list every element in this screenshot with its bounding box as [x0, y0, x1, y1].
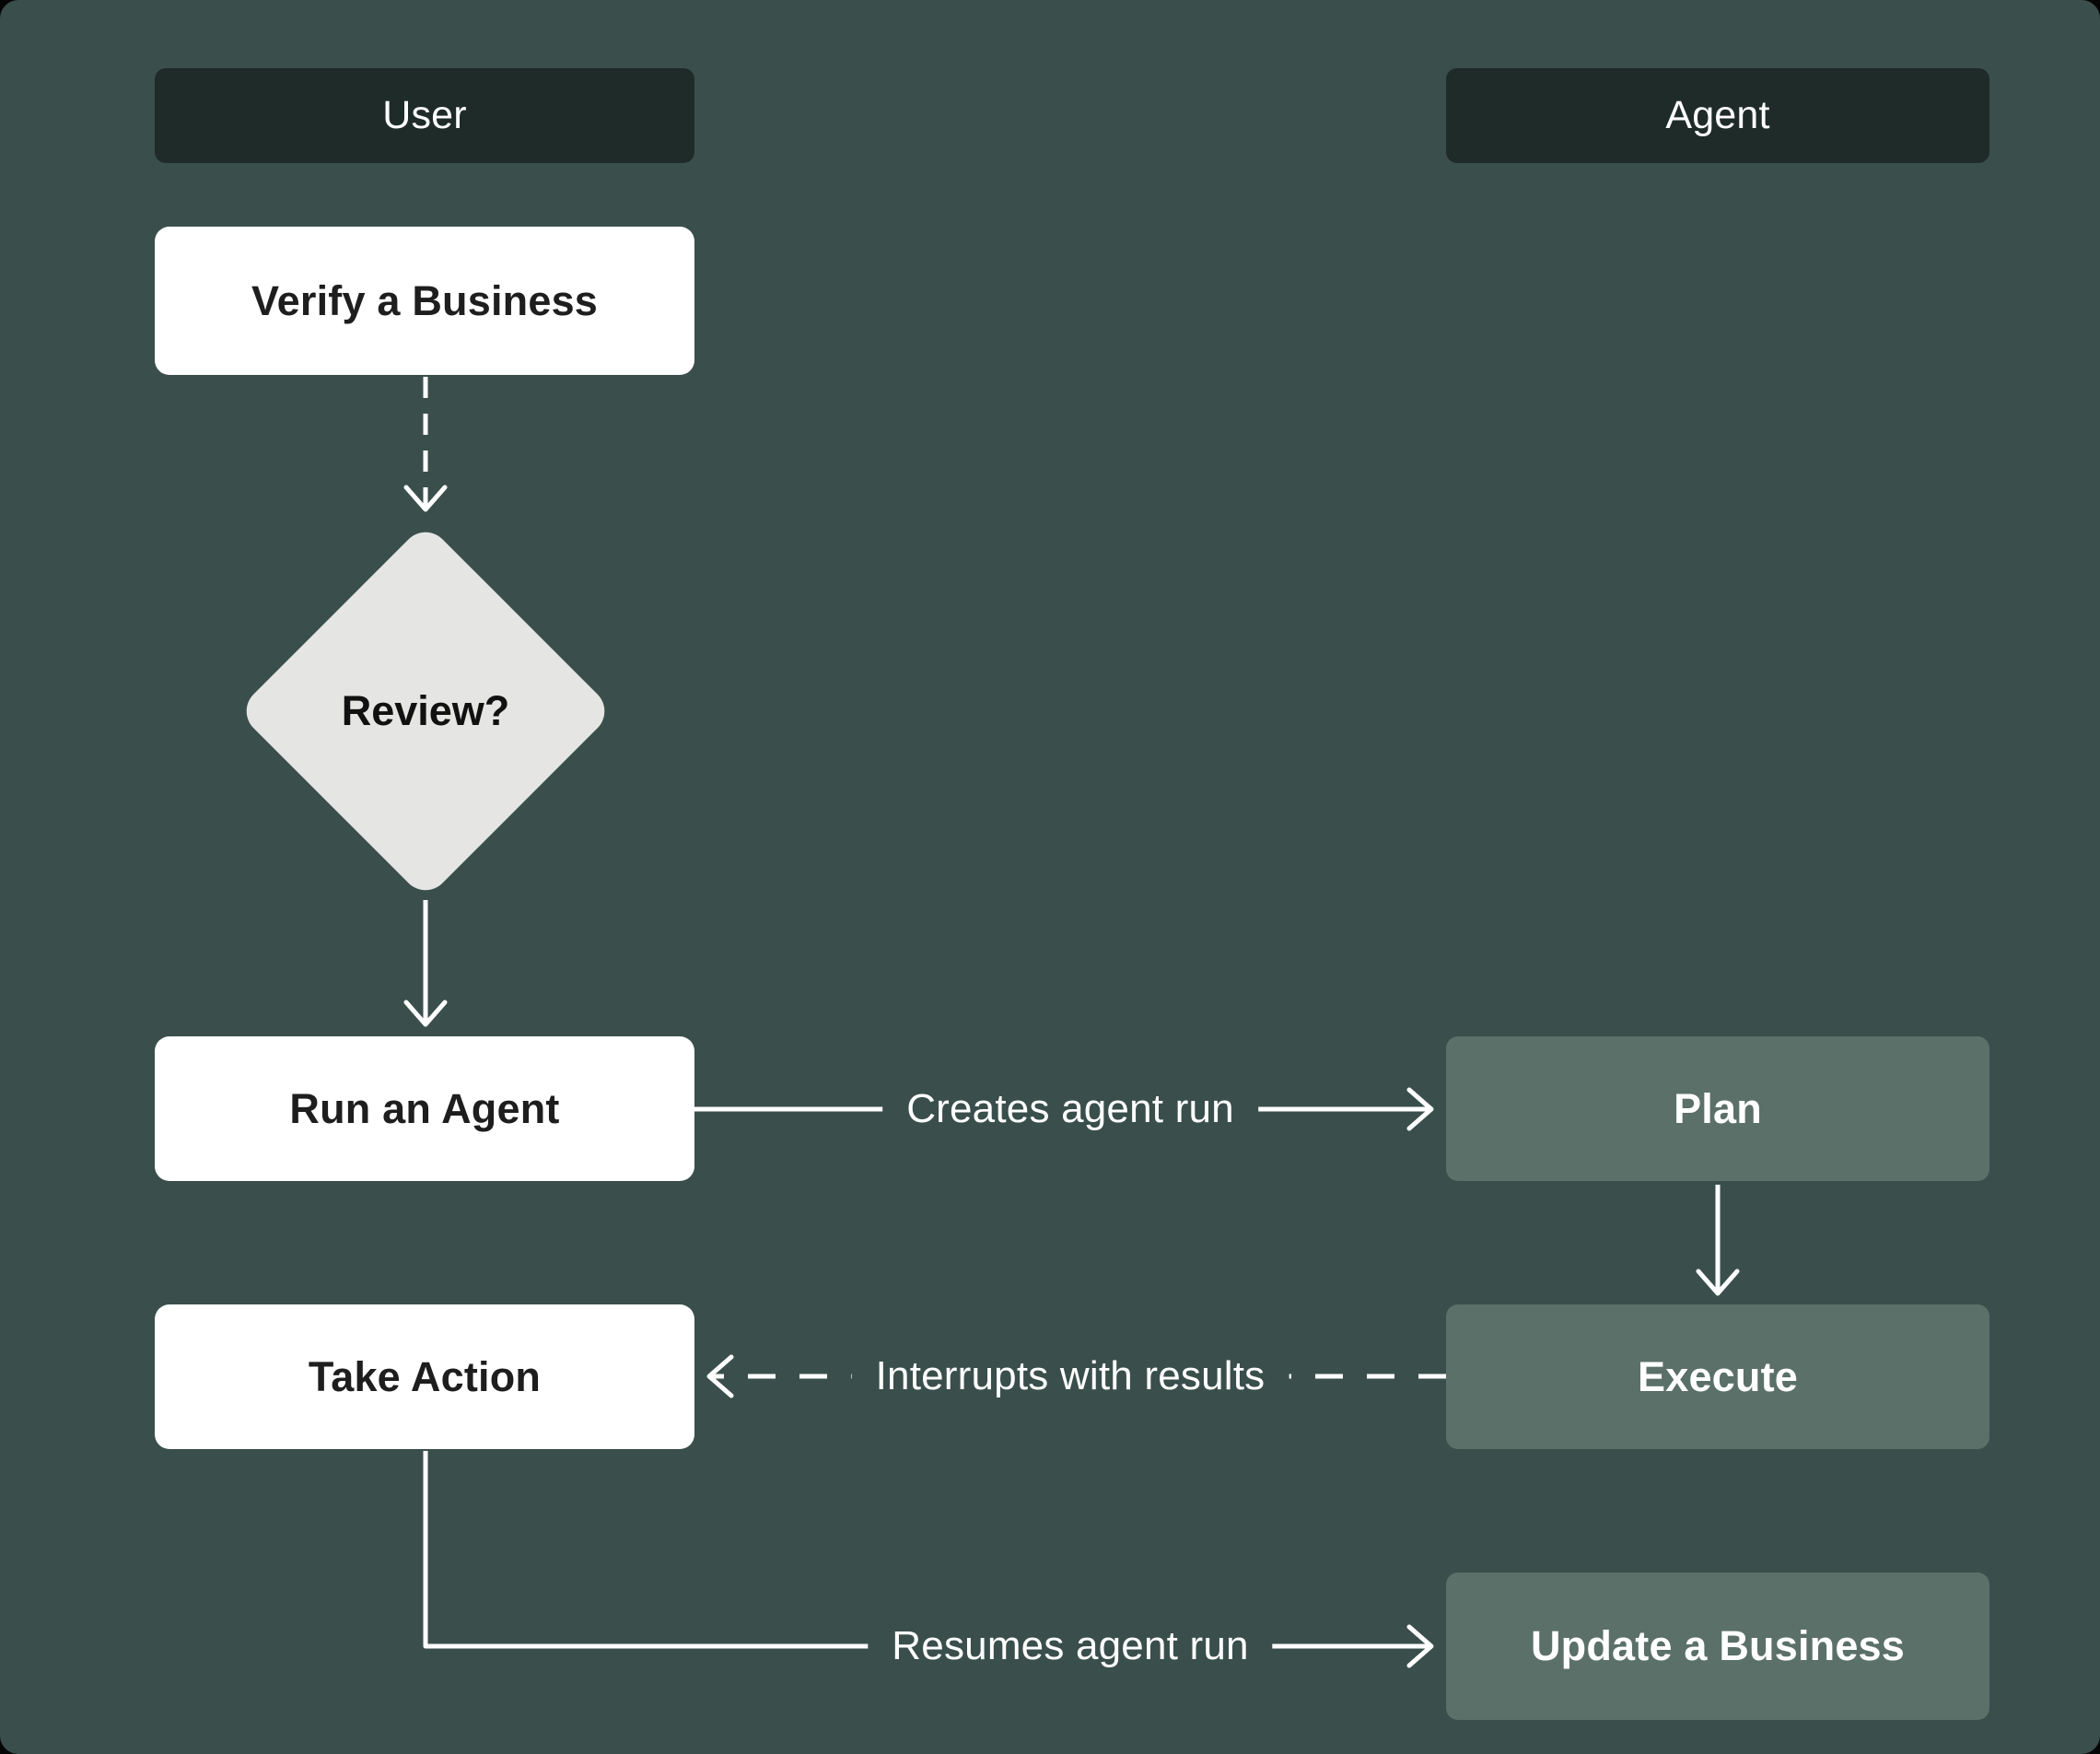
lane-header-user-label: User	[382, 93, 467, 137]
node-update-a-business-label: Update a Business	[1530, 1622, 1906, 1669]
node-plan: Plan	[1446, 1036, 1989, 1181]
node-review-label: Review?	[341, 687, 510, 734]
node-take-action: Take Action	[155, 1304, 694, 1449]
node-review-label-box: Review?	[292, 578, 559, 845]
node-update-a-business: Update a Business	[1446, 1573, 1989, 1720]
node-plan-label: Plan	[1674, 1084, 1762, 1132]
lane-header-user: User	[155, 68, 694, 163]
node-verify-a-business-label: Verify a Business	[251, 276, 599, 324]
node-run-an-agent: Run an Agent	[155, 1036, 694, 1181]
lane-header-agent-label: Agent	[1665, 93, 1770, 137]
node-execute: Execute	[1446, 1304, 1989, 1449]
node-run-an-agent-label: Run an Agent	[289, 1084, 560, 1132]
node-execute-label: Execute	[1638, 1352, 1798, 1400]
lane-header-agent: Agent	[1446, 68, 1989, 163]
edge-label-interrupts-with-results: Interrupts with results	[851, 1346, 1289, 1407]
node-verify-a-business: Verify a Business	[155, 227, 694, 375]
node-take-action-label: Take Action	[308, 1352, 542, 1400]
edge-label-resumes-agent-run: Resumes agent run	[868, 1616, 1273, 1677]
edge-label-creates-agent-run: Creates agent run	[882, 1079, 1258, 1140]
